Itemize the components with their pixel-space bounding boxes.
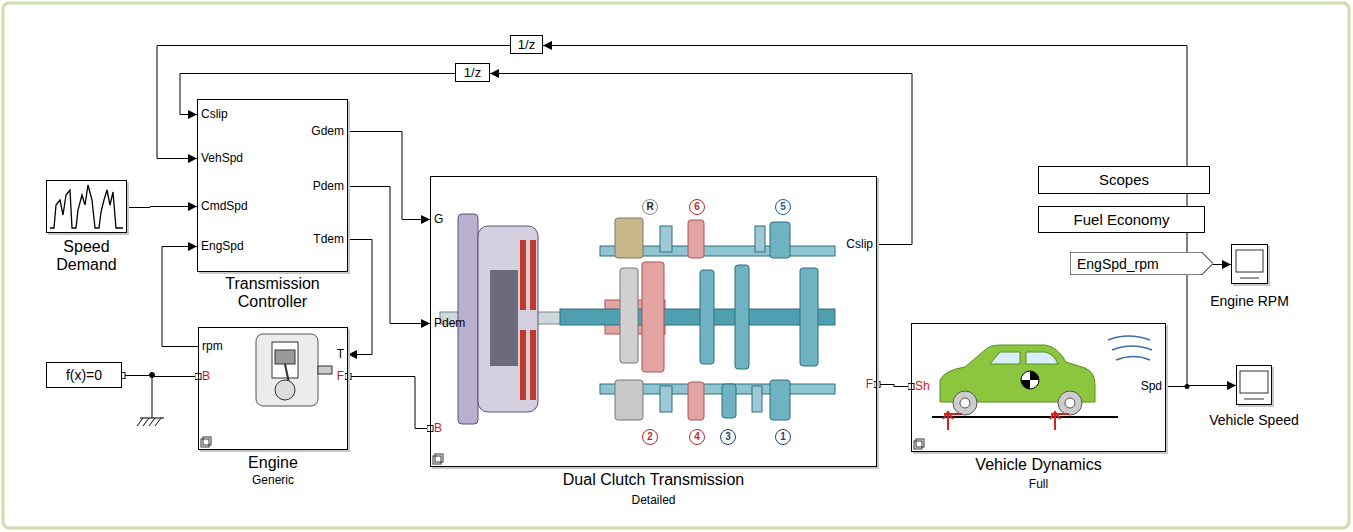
signal-line: [348, 187, 430, 324]
signal-line: [157, 46, 510, 159]
block-name: Generic: [252, 474, 294, 488]
signal-line: [1166, 386, 1236, 387]
unit-delay-block: 1/z: [455, 63, 490, 82]
block-name: Transmission Controller: [197, 275, 348, 312]
gearbox-illustration: [433, 214, 835, 464]
scope-block: Vehicle Speed: [1236, 365, 1272, 405]
callout-number: 4: [689, 429, 705, 445]
signal-line: [127, 207, 197, 208]
car-illustration: [914, 336, 1152, 449]
block-text: Scopes: [1099, 173, 1149, 187]
vehicle-block: ShSpdVehicle DynamicsFull: [911, 323, 1166, 452]
physical-connection: [348, 377, 430, 429]
port-label: Pdem: [313, 179, 344, 193]
port-label: Gdem: [311, 124, 344, 138]
block-name: Vehicle Speed: [1209, 412, 1299, 428]
port-label: CmdSpd: [201, 199, 248, 213]
annotation-box: Fuel Economy: [1038, 206, 1205, 233]
signal-line: [543, 46, 1187, 387]
port-label: F: [337, 369, 344, 383]
callout-number: 6: [689, 199, 705, 215]
port-label: F: [866, 377, 873, 391]
physical-connection: [122, 376, 198, 377]
block-text: 1/z: [518, 38, 535, 52]
callout-number: 3: [720, 429, 736, 445]
port-label: G: [434, 212, 443, 226]
signal-line: [490, 74, 912, 245]
block-text: EngSpd_rpm: [1077, 257, 1159, 271]
annotation-box: Scopes: [1038, 166, 1210, 194]
port-label: Spd: [1141, 379, 1162, 393]
unit-delay-block: 1/z: [510, 35, 543, 54]
subsystem-block: CslipVehSpdCmdSpdEngSpdGdemPdemTdemTrans…: [197, 99, 348, 272]
engine-block: rpmTBFEngineGeneric: [198, 327, 348, 450]
physical-connection: [877, 385, 911, 387]
block-name: Engine RPM: [1210, 293, 1289, 309]
block-name: Vehicle Dynamics: [975, 456, 1101, 474]
port-label: Sh: [915, 379, 930, 393]
signal-line: [348, 240, 372, 355]
callout-number: 2: [642, 429, 658, 445]
block-text: f(x)=0: [66, 368, 102, 382]
scope-icon: [1236, 250, 1268, 399]
signal-line: [162, 247, 198, 347]
ground-symbol: [137, 373, 164, 427]
block-name: Detailed: [631, 494, 675, 508]
signal-line: [348, 132, 430, 220]
port-label: T: [337, 347, 344, 361]
callout-number: 1: [775, 429, 791, 445]
port-label: Cslip: [846, 237, 873, 251]
block-name: Engine: [248, 454, 298, 472]
port-label: Tdem: [313, 232, 344, 246]
port-label: rpm: [202, 339, 223, 353]
port-label: B: [202, 369, 210, 383]
port-label: VehSpd: [201, 151, 243, 165]
block-text: Fuel Economy: [1074, 213, 1170, 227]
block-name: Speed Demand: [41, 238, 133, 275]
signal-source-block: Speed Demand: [46, 180, 127, 233]
signal-icon: [50, 185, 123, 228]
transmission-block: GPdemBCslipFDual Clutch TransmissionDeta…: [430, 176, 877, 467]
block-name: Dual Clutch Transmission: [563, 471, 744, 489]
block-text: 1/z: [464, 66, 481, 80]
engine-icon: [201, 334, 332, 447]
scope-block: Engine RPM: [1231, 244, 1268, 284]
callout-number: 5: [775, 199, 791, 215]
port-label: Cslip: [201, 107, 228, 121]
callout-number: R: [642, 199, 658, 215]
solver-block: f(x)=0: [46, 362, 122, 388]
block-name: Full: [1029, 478, 1048, 492]
port-label: Pdem: [434, 316, 465, 330]
port-label: B: [434, 421, 442, 435]
goto-tag: EngSpd_rpm: [1070, 252, 1213, 275]
signal-line: [1213, 264, 1231, 265]
frame: [3, 3, 1349, 528]
port-label: EngSpd: [201, 239, 244, 253]
branch-point: [1185, 384, 1190, 389]
